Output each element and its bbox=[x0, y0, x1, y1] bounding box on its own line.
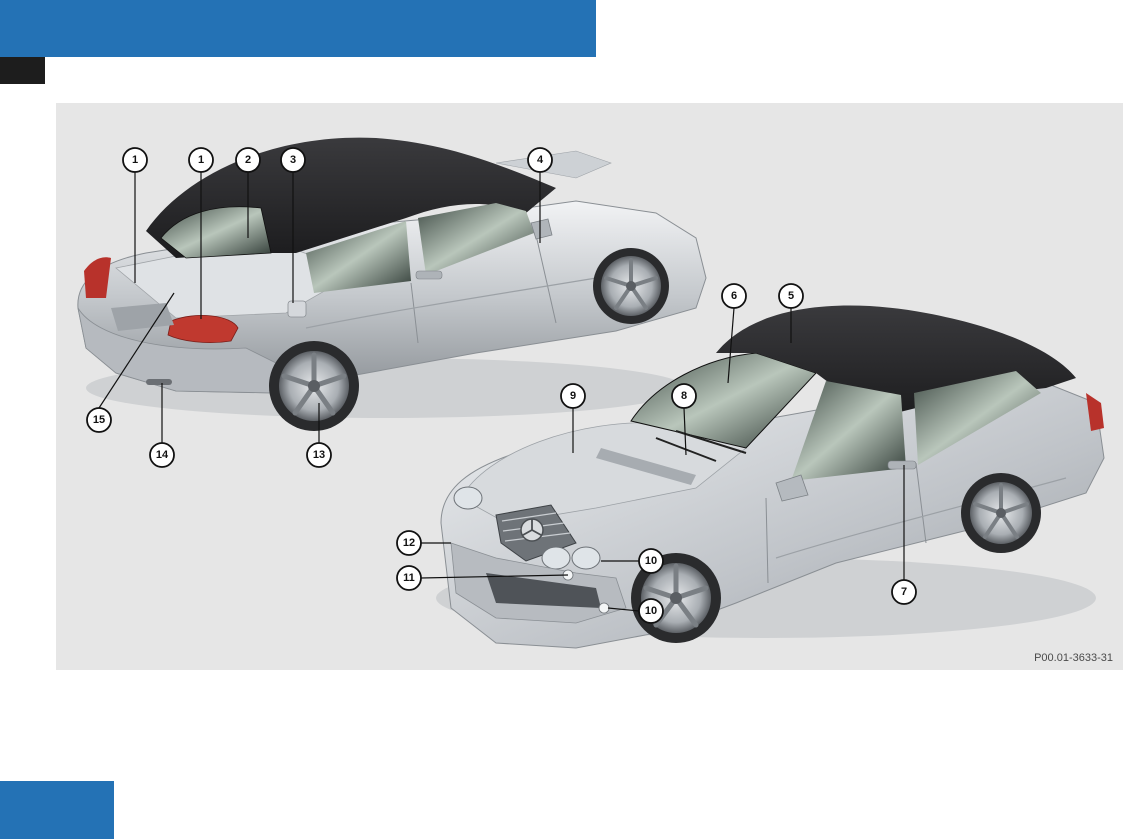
svg-text:12: 12 bbox=[403, 537, 415, 549]
svg-text:13: 13 bbox=[313, 449, 325, 461]
callout-2: 2 bbox=[236, 148, 260, 172]
svg-text:10: 10 bbox=[645, 605, 657, 617]
callout-13: 13 bbox=[307, 443, 331, 467]
callout-3: 3 bbox=[281, 148, 305, 172]
callout-7: 7 bbox=[892, 580, 916, 604]
footer-tab bbox=[0, 781, 114, 839]
svg-text:4: 4 bbox=[537, 154, 544, 166]
svg-text:1: 1 bbox=[132, 154, 138, 166]
callout-9: 9 bbox=[561, 384, 585, 408]
svg-text:2: 2 bbox=[245, 154, 251, 166]
vehicle-overview-figure: 1 1 2 3 4 5 6 bbox=[56, 103, 1123, 670]
svg-text:10: 10 bbox=[645, 555, 657, 567]
svg-text:14: 14 bbox=[156, 449, 169, 461]
svg-text:5: 5 bbox=[788, 290, 794, 302]
callout-11: 11 bbox=[397, 566, 421, 590]
callout-15: 15 bbox=[87, 408, 111, 432]
callout-14: 14 bbox=[150, 443, 174, 467]
svg-text:3: 3 bbox=[290, 154, 296, 166]
callout-1a: 1 bbox=[123, 148, 147, 172]
svg-text:15: 15 bbox=[93, 414, 105, 426]
callout-5: 5 bbox=[779, 284, 803, 308]
header-bar bbox=[0, 0, 596, 57]
callout-1b: 1 bbox=[189, 148, 213, 172]
car-front-view bbox=[436, 306, 1104, 648]
svg-text:7: 7 bbox=[901, 586, 907, 598]
callout-10b: 10 bbox=[639, 599, 663, 623]
svg-text:8: 8 bbox=[681, 390, 687, 402]
vehicle-illustration: 1 1 2 3 4 5 6 bbox=[56, 103, 1123, 670]
svg-text:6: 6 bbox=[731, 290, 737, 302]
callout-6: 6 bbox=[722, 284, 746, 308]
figure-reference-code: P00.01-3633-31 bbox=[1034, 652, 1113, 664]
callout-4: 4 bbox=[528, 148, 552, 172]
svg-text:1: 1 bbox=[198, 154, 204, 166]
car-rear-view bbox=[78, 138, 706, 431]
svg-text:9: 9 bbox=[570, 390, 576, 402]
callout-12: 12 bbox=[397, 531, 421, 555]
svg-text:11: 11 bbox=[403, 572, 415, 584]
header-tab bbox=[0, 57, 45, 84]
callout-10a: 10 bbox=[639, 549, 663, 573]
callout-8: 8 bbox=[672, 384, 696, 408]
